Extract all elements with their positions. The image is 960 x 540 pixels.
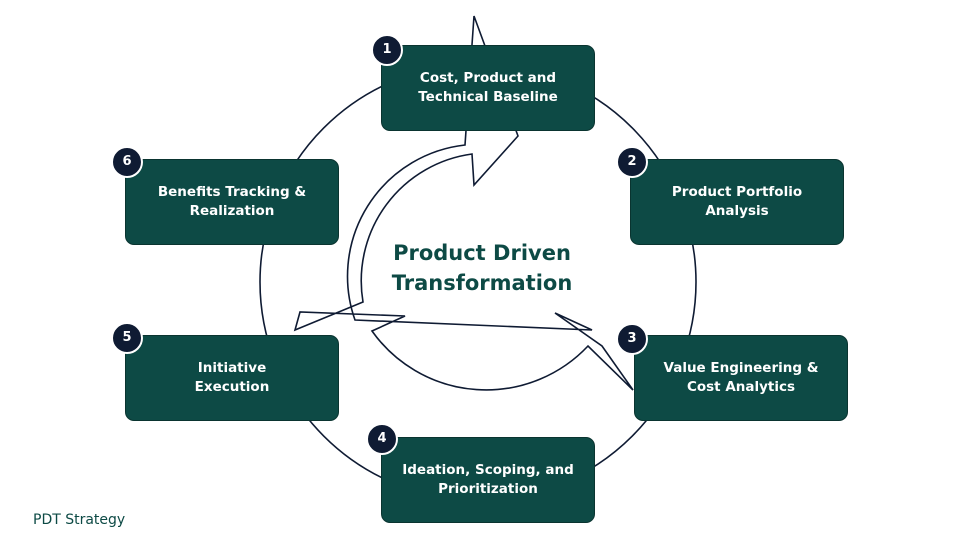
step-label-1: Cost, Product and Technical Baseline	[418, 70, 558, 105]
step-label-5: Initiative Execution	[194, 360, 270, 395]
brand-label: PDT Strategy	[33, 512, 126, 528]
center-title: Product Driven Transformation	[391, 241, 573, 295]
step-badge-5: 5	[111, 322, 143, 354]
step-badge-2: 2	[616, 146, 648, 178]
step-box-3[interactable]: Value Engineering & Cost Analytics	[634, 335, 848, 421]
step-badge-4: 4	[366, 423, 398, 455]
step-badge-3: 3	[616, 323, 648, 355]
step-box-2[interactable]: Product Portfolio Analysis	[630, 159, 844, 245]
step-badge-6: 6	[111, 146, 143, 178]
step-box-1[interactable]: Cost, Product and Technical Baseline	[381, 45, 595, 131]
step-badge-1: 1	[371, 34, 403, 66]
step-label-4: Ideation, Scoping, and Prioritization	[402, 462, 574, 497]
step-box-5[interactable]: Initiative Execution	[125, 335, 339, 421]
step-box-4[interactable]: Ideation, Scoping, and Prioritization	[381, 437, 595, 523]
step-label-6: Benefits Tracking & Realization	[157, 184, 307, 219]
step-label-2: Product Portfolio Analysis	[671, 184, 803, 219]
inner-cycle-arrow	[293, 15, 634, 391]
step-box-6[interactable]: Benefits Tracking & Realization	[125, 159, 339, 245]
step-label-3: Value Engineering & Cost Analytics	[663, 360, 819, 395]
